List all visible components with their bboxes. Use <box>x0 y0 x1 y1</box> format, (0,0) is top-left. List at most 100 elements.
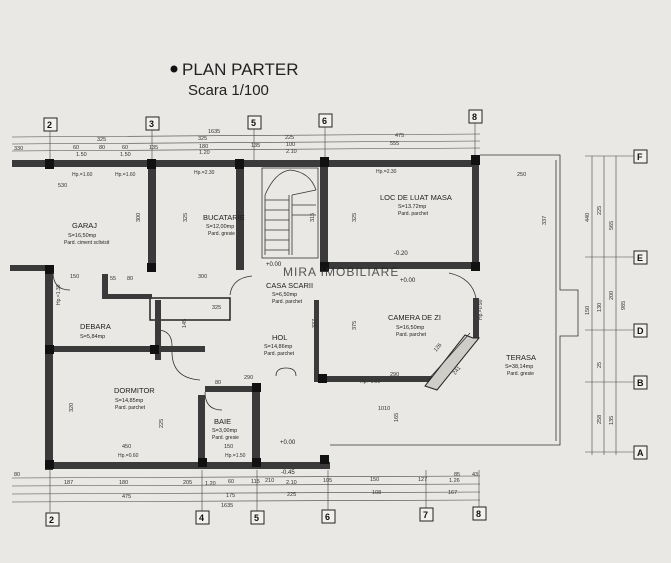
dim-right-25: 25 <box>597 362 603 368</box>
room-baie-area: S=3,00mp <box>212 428 237 434</box>
axis-marker-bottom-7 <box>419 507 434 522</box>
dim-bottom-43: 43 <box>472 472 478 478</box>
dim-bottom-60: 60 <box>228 479 234 485</box>
window-label-3: Hp.=2.30 <box>194 170 215 176</box>
dim-right-130: 130 <box>597 303 603 312</box>
dim-bottom-167: 167 <box>448 490 457 496</box>
dim-right-150: 150 <box>585 306 591 315</box>
inner-dim-loc-w: 250 <box>517 172 526 178</box>
room-garaj-floor: Pard. ciment sclivisit <box>64 240 110 246</box>
axis-marker-D <box>633 323 648 338</box>
level-entrance: +0.00 <box>280 440 296 446</box>
dim-bottom-175: 175 <box>226 493 235 499</box>
dim-bottom-180: 180 <box>119 480 128 486</box>
room-camera-zi-area: S=16,50mp <box>396 325 424 331</box>
dim-right-440: 440 <box>585 213 591 222</box>
axis-marker-bottom-6 <box>321 509 336 524</box>
plan-title: PLAN PARTER <box>182 60 299 79</box>
room-debara: DEBARA S=5,84mp <box>80 322 111 340</box>
dim-top-135b: 135 <box>251 143 260 149</box>
room-loc-masa: LOC DE LUAT MASA S=13.72mp Pard. parchet <box>380 193 452 217</box>
room-garaj: GARAJ S=16,50mp Pard. ciment sclivisit <box>64 221 110 246</box>
dim-bottom-150: 150 <box>370 477 379 483</box>
dim-bottom-187: 187 <box>64 480 73 486</box>
dim-bottom-115: 115 <box>251 479 260 485</box>
dim-top-555: 555 <box>390 141 399 147</box>
inner-dim-dorm-h2: 225 <box>159 419 165 428</box>
axis-label-F: F <box>637 152 643 162</box>
inner-dim-55: 55 <box>110 276 116 282</box>
right-dimensions: 440 150 225 130 25 200 258 565 985 135 <box>585 155 634 455</box>
room-baie: BAIE S=3,00mp Pard. gresie <box>212 417 239 441</box>
exterior-walls <box>10 160 479 470</box>
axis-marker-bottom-5 <box>250 510 265 525</box>
dim-bottom-127: 127 <box>418 477 427 483</box>
inner-dim-80: 80 <box>127 276 133 282</box>
room-bucatarie-area: S=12,00mp <box>206 224 234 230</box>
room-casa-scarii: CASA SCARII S=6,50mp Pard. parchet <box>266 281 313 305</box>
dim-right-135: 135 <box>609 416 615 425</box>
room-bucatarie: BUCATARIE S=12,00mp Pard. gresie <box>203 213 245 237</box>
room-garaj-name: GARAJ <box>72 221 97 230</box>
axis-label-top-5: 5 <box>251 118 256 128</box>
level-dining: -0.20 <box>394 251 408 257</box>
dim-right-200: 200 <box>609 291 615 300</box>
dim-top-150b: 1.50 <box>120 152 131 158</box>
columns <box>45 155 480 469</box>
room-terasa-name: TERASA <box>506 353 536 362</box>
room-hol: HOL S=14,86mp Pard. parchet <box>264 333 295 357</box>
dim-right-225: 225 <box>597 206 603 215</box>
window-label-2: Hp.=1.60 <box>115 172 136 178</box>
window-label-8: Hp.=1.50 <box>225 453 246 459</box>
axis-label-top-6: 6 <box>322 116 327 126</box>
dim-bottom-210: 2.10 <box>286 480 297 486</box>
room-dormitor-floor: Pard. parchet <box>115 405 146 411</box>
axis-label-bottom-8: 8 <box>476 509 481 519</box>
inner-dim-terasa-h: 337 <box>542 216 548 225</box>
axis-label-B: B <box>637 378 644 388</box>
level-marks: +0.00 +0.00 +0.00 -0.20 -0.45 <box>266 251 416 476</box>
dim-top-100: 100 <box>286 142 295 148</box>
room-camera-zi-floor: Pard. parchet <box>396 332 427 338</box>
top-axis-markers: 2 3 5 6 8 <box>43 109 483 132</box>
axis-label-D: D <box>637 326 644 336</box>
dim-top-120: 1.20 <box>199 150 210 156</box>
axis-marker-bottom-2 <box>45 512 60 527</box>
dim-top-150a: 1.50 <box>76 152 87 158</box>
dim-top-180: 180 <box>199 144 208 150</box>
dim-top-total: 1635 <box>208 129 220 135</box>
room-debara-area: S=5,84mp <box>80 334 105 340</box>
dim-bottom-105: 105 <box>323 478 332 484</box>
dim-top-60b: 60 <box>122 145 128 151</box>
dim-top-325a: 325 <box>97 137 106 143</box>
bay-window <box>424 332 481 391</box>
inner-dim-garaj-h: 300 <box>136 213 142 222</box>
inner-dim-241: 241 <box>452 365 463 376</box>
axis-label-top-8: 8 <box>472 112 477 122</box>
inner-dim-loc-h: 325 <box>352 213 358 222</box>
axis-marker-top-6 <box>318 113 333 128</box>
room-hol-name: HOL <box>272 333 287 342</box>
axis-label-bottom-6: 6 <box>325 512 330 522</box>
top-dimensions: 1635 325 325 225 475 330 60 80 60 135 18… <box>11 123 481 160</box>
title-bullet <box>170 65 178 73</box>
axis-label-E: E <box>637 253 643 263</box>
window-label-4: Hp.=2.30 <box>376 169 397 175</box>
room-terasa-floor: Pard. gresie <box>507 371 534 377</box>
window-label-1: Hp.=1.60 <box>72 172 93 178</box>
axis-marker-top-3 <box>145 116 160 131</box>
inner-dim-126: 126 <box>433 342 444 353</box>
room-loc-masa-name: LOC DE LUAT MASA <box>380 193 452 202</box>
axis-marker-bottom-4 <box>195 510 210 525</box>
window-labels: Hp.=1.60 Hp.=1.60 Hp.=2.30 Hp.=2.30 Hp.=… <box>56 169 484 459</box>
window-label-6: Hp.=0.90 <box>360 379 381 385</box>
room-casa-scarii-floor: Pard. parchet <box>272 299 303 305</box>
interior-walls <box>50 160 479 466</box>
room-terasa-area: S=38,14mp <box>505 364 533 370</box>
inner-dim-deb-h: 145 <box>182 319 188 328</box>
axis-marker-B <box>633 375 648 390</box>
watermark: MIRA IMOBILIARE <box>283 265 399 279</box>
dim-bottom-210b: 210 <box>265 478 274 484</box>
